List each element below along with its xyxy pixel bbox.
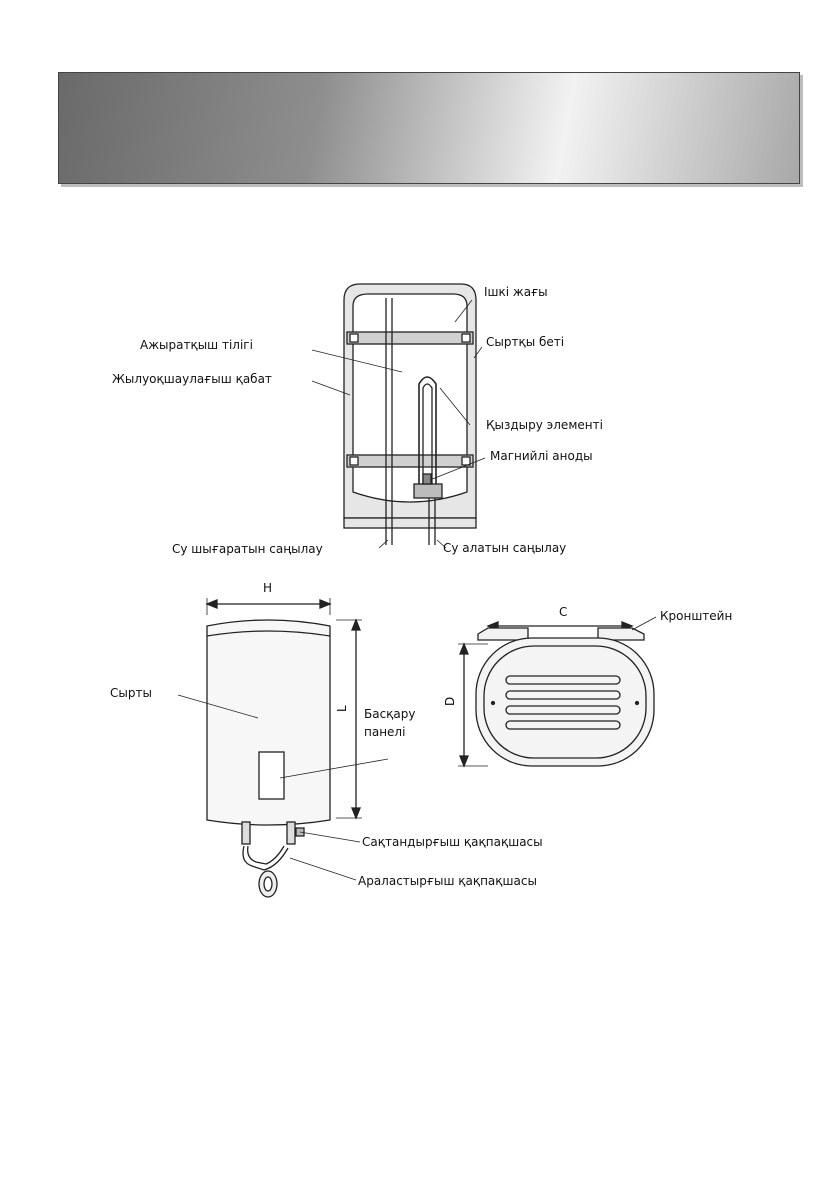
mixing-valve-shape xyxy=(242,845,289,871)
callout-outer xyxy=(473,346,483,359)
callout-control-panel xyxy=(279,758,389,779)
cutaway-view xyxy=(311,283,486,549)
upper-band xyxy=(346,331,474,345)
dim-h: H xyxy=(263,581,272,595)
dim-c: C xyxy=(559,605,567,619)
side-view xyxy=(458,616,657,768)
slot-2 xyxy=(505,690,621,700)
label-water-inlet-pipe: Су алатын саңылау xyxy=(443,541,566,555)
dim-l: L xyxy=(335,705,349,712)
heating-element-shape xyxy=(418,376,437,484)
label-mixing-valve: Араластырғыш қақпақшасы xyxy=(358,874,537,888)
label-separator-tongue: Ажыратқыш тілігі xyxy=(140,338,253,352)
callout-insulation xyxy=(311,380,351,396)
anode-flange xyxy=(413,483,443,499)
callout-inlet xyxy=(436,539,447,549)
callout-exterior xyxy=(177,694,259,719)
label-control-panel-2: панелі xyxy=(364,725,405,739)
lower-band xyxy=(346,454,474,468)
callout-anode xyxy=(429,457,486,481)
label-magnesium-anode: Магнийлі аноды xyxy=(490,449,593,463)
side-body xyxy=(475,637,655,767)
control-panel-window xyxy=(258,751,285,800)
slot-3 xyxy=(505,705,621,715)
label-outer-surface: Сыртқы беті xyxy=(486,335,564,349)
dim-d: D xyxy=(443,697,457,706)
label-control-panel-1: Басқару xyxy=(364,707,416,721)
base-plate xyxy=(343,517,477,529)
label-insulation-layer: Жылуоқшаулағыш қабат xyxy=(112,372,272,386)
callout-inner xyxy=(454,299,473,323)
header-banner xyxy=(58,72,800,184)
callout-separator xyxy=(311,349,403,373)
callout-bracket xyxy=(631,616,657,631)
label-heating-element: Қыздыру элементі xyxy=(486,418,603,432)
label-bracket: Кронштейн xyxy=(660,609,732,623)
slot-1 xyxy=(505,675,621,685)
label-safety-valve: Сақтандырғыш қақпақшасы xyxy=(362,835,543,849)
heater-body xyxy=(206,619,331,826)
inner-tank xyxy=(352,293,468,503)
label-inner-tank: Ішкі жағы xyxy=(484,285,548,299)
label-water-outlet-pipe: Су шығаратын саңылау xyxy=(172,542,323,556)
callout-mixing xyxy=(289,857,357,881)
bracket-left xyxy=(477,627,529,641)
callout-outlet xyxy=(378,539,389,549)
callout-safety xyxy=(299,831,361,843)
callout-heating xyxy=(439,387,471,426)
slot-4 xyxy=(505,720,621,730)
label-exterior: Сырты xyxy=(110,686,152,700)
front-view xyxy=(177,598,389,898)
